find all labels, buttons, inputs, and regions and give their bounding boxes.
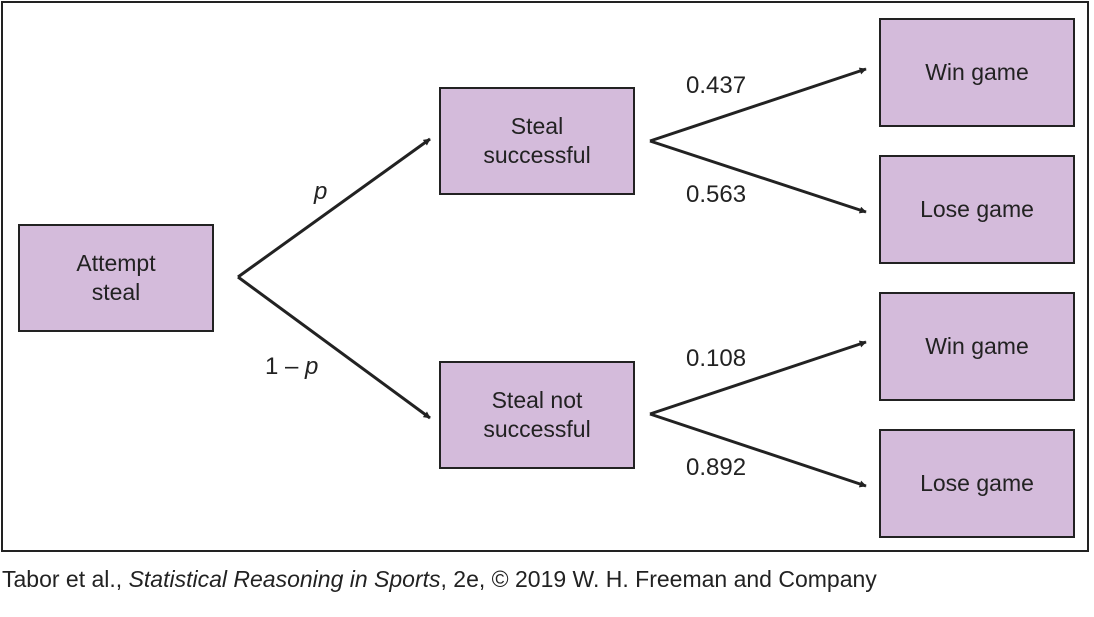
node-lose-game-1: Lose game bbox=[879, 155, 1075, 264]
caption-book-title: Statistical Reasoning in Sports bbox=[128, 566, 441, 592]
node-steal-successful: Steal successful bbox=[439, 87, 635, 195]
edge-label-1-minus-p: 1 – p bbox=[265, 353, 318, 381]
node-win-game-1: Win game bbox=[879, 18, 1075, 127]
arrow-fail-to-win bbox=[649, 340, 867, 416]
node-steal-not-successful: Steal not successful bbox=[439, 361, 635, 469]
edge-label-0108: 0.108 bbox=[686, 345, 747, 372]
figure-caption: Tabor et al., Statistical Reasoning in S… bbox=[2, 566, 877, 593]
edge-label-p: p bbox=[314, 178, 328, 205]
arrow-attempt-to-success bbox=[237, 137, 431, 279]
arrow-attempt-to-fail bbox=[237, 275, 431, 420]
arrow-success-to-win bbox=[649, 67, 867, 143]
node-attempt-steal: Attempt steal bbox=[18, 224, 214, 332]
edge-label-0437: 0.437 bbox=[686, 72, 747, 99]
caption-rest: , 2e, © 2019 W. H. Freeman and Company bbox=[440, 566, 877, 592]
node-win-game-2: Win game bbox=[879, 292, 1075, 401]
diagram-frame bbox=[1, 1, 1089, 552]
edge-label-0563: 0.563 bbox=[686, 181, 747, 208]
edge-label-1-minus-p-var: p bbox=[305, 353, 319, 380]
node-lose-game-2: Lose game bbox=[879, 429, 1075, 538]
arrow-fail-to-lose bbox=[649, 412, 867, 488]
caption-authors: Tabor et al., bbox=[2, 566, 129, 592]
edge-label-0892: 0.892 bbox=[686, 454, 747, 481]
edge-label-1-minus-part: 1 – bbox=[265, 353, 299, 380]
arrow-success-to-lose bbox=[649, 139, 867, 214]
